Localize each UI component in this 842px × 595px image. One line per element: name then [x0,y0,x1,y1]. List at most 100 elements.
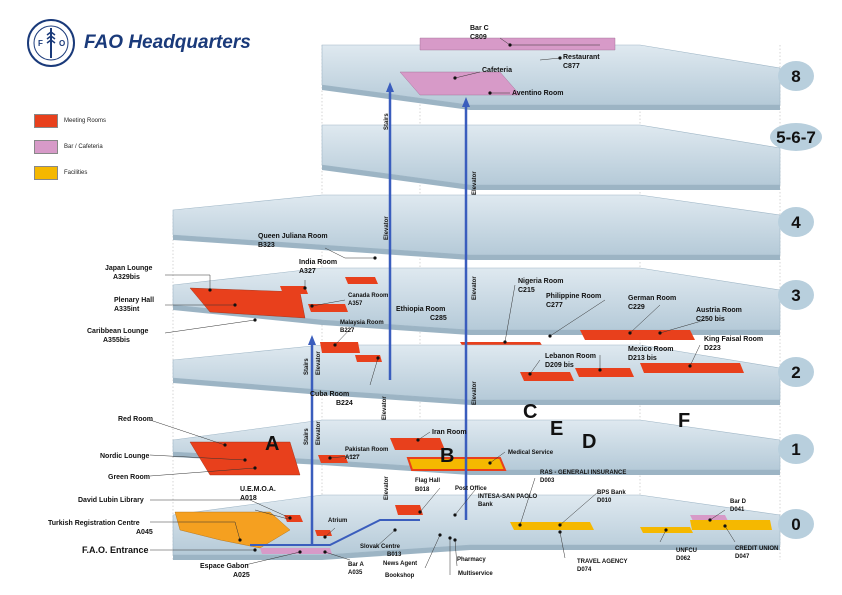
caribbean-lounge-name: Caribbean Lounge [87,328,149,335]
building-f: F [678,410,690,432]
floor-8-slab [321,37,781,110]
legend-item-facilities: Facilities [34,160,194,186]
floor-1-tab [778,434,814,464]
bps-bank-area [510,522,594,530]
leader-lines [149,37,736,575]
legend-label-bar: Bar / Cafeteria [64,144,103,150]
floor-4-slab [172,194,781,260]
floor-0-tab [778,509,814,539]
restaurant-code: C877 [563,63,580,70]
elevator-label-lower: Elevator [316,351,322,375]
elevator-label-mid-right: Elevator [472,276,478,300]
elevator-label-bottom: Elevator [384,476,390,500]
turkish-reg-code: A045 [136,529,153,536]
cuba-room-code: B224 [336,400,353,407]
medical-service-area [406,457,507,471]
king-faisal-code: D223 [704,345,721,352]
building-b: B [440,445,454,467]
post-office-name: Post Office [455,486,487,492]
turkish-reg-name: Turkish Registration Centre [48,520,140,527]
building-letters: A B C D E F [265,401,690,467]
queen-juliana-code: B323 [258,242,275,249]
unfcu-name: UNFCU [676,548,697,554]
floor-0-label: 0 [791,515,800,534]
lebanon-room-area [520,372,574,381]
malaysia-room-name: Malaysia Room [340,320,384,326]
india-room-code: A327 [299,268,316,275]
king-faisal-area [640,363,744,373]
plenary-hall-name: Plenary Hall [114,297,154,304]
german-room-name: German Room [628,295,676,302]
plenary-hall-area [189,287,306,319]
philippine-room-code: C277 [546,302,563,309]
bar-d-code: D041 [730,507,745,513]
stairs-label-ground: Stairs [304,428,310,445]
iran-room-name: Iran Room [432,429,467,436]
floor-3-tab [778,280,814,310]
philippine-room-name: Philippine Room [546,293,601,300]
cafeteria-name: Cafeteria [482,67,512,74]
bps-bank-name: BPS Bank [597,490,626,496]
cuba-room-name: Cuba Room [310,391,349,398]
japan-lounge-name: Japan Lounge [105,265,153,272]
india-room-name: India Room [299,259,337,266]
news-agent-name: News Agent [383,561,417,567]
stairs-label-upper: Stairs [384,113,390,130]
floor-4-tab [778,207,814,237]
bar-c-code: C809 [470,34,487,41]
ras-generali-name: RAS - GENERALI INSURANCE [540,470,626,476]
india-room-area [280,286,308,294]
bar-c-area [419,37,616,51]
canada-room-area [345,277,378,284]
elevator-label-mid: Elevator [382,396,388,420]
legend-item-bar: Bar / Cafeteria [34,134,194,160]
legend-swatch-bar [34,140,58,154]
ethiopia-room-name: Ethiopia Room [396,306,445,313]
building-e: E [550,418,563,440]
room-dots [208,43,727,554]
restaurant-name: Restaurant [563,54,600,61]
queen-juliana-name: Queen Juliana Room [258,233,328,240]
building-d: D [582,431,596,453]
elevator-label-low-right: Elevator [472,381,478,405]
credit-union-area [690,520,772,530]
travel-agency-name: TRAVEL AGENCY [577,559,628,565]
medical-service-name: Medical Service [508,450,554,456]
floor-8-label: 8 [791,67,800,86]
logo-letter-f: F [38,39,43,48]
multiservice-name: Multiservice [458,571,493,577]
iran-room-area [390,438,445,450]
ethiopia-room-code: C285 [430,315,447,322]
pakistan-room-code: A127 [345,455,360,461]
plenary-hall-code: A335int [114,306,140,313]
malaysia-room-area [320,342,360,353]
espace-gabon-name: Espace Gabon [200,563,249,570]
bar-d-name: Bar D [730,499,747,505]
bar-a-name: Bar A [348,562,364,568]
cafeteria-area [399,71,521,96]
credit-union-name: CREDIT UNION [735,546,778,552]
pharmacy-name: Pharmacy [457,557,486,563]
building-a: A [265,433,279,455]
floor-567-label: 5-6-7 [776,128,816,147]
uemoa-code: A018 [240,495,257,502]
german-room-code: C229 [628,304,645,311]
fao-entrance-name: F.A.O. Entrance [82,545,149,555]
slovak-centre-name: Slovak Centre [360,544,401,550]
nigeria-room-name: Nigeria Room [518,278,564,285]
espace-gabon-code: A025 [233,572,250,579]
canada-room-name: Canada Room [348,293,388,299]
bar-c-name: Bar C [470,25,489,32]
page-title: FAO Headquarters [84,32,251,53]
david-lubin-name: David Lubin Library [78,497,144,504]
red-room-name: Red Room [118,416,153,423]
header: F O FAO Headquarters [26,18,286,68]
bar-a-area [260,548,332,554]
floor-2-slab [172,342,781,405]
king-faisal-name: King Faisal Room [704,336,763,343]
pakistan-room-name: Pakistan Room [345,447,388,453]
japan-lounge-code: A329bis [113,274,140,281]
caribbean-lounge-code: A355bis [103,337,130,344]
floor-1-label: 1 [791,440,800,459]
